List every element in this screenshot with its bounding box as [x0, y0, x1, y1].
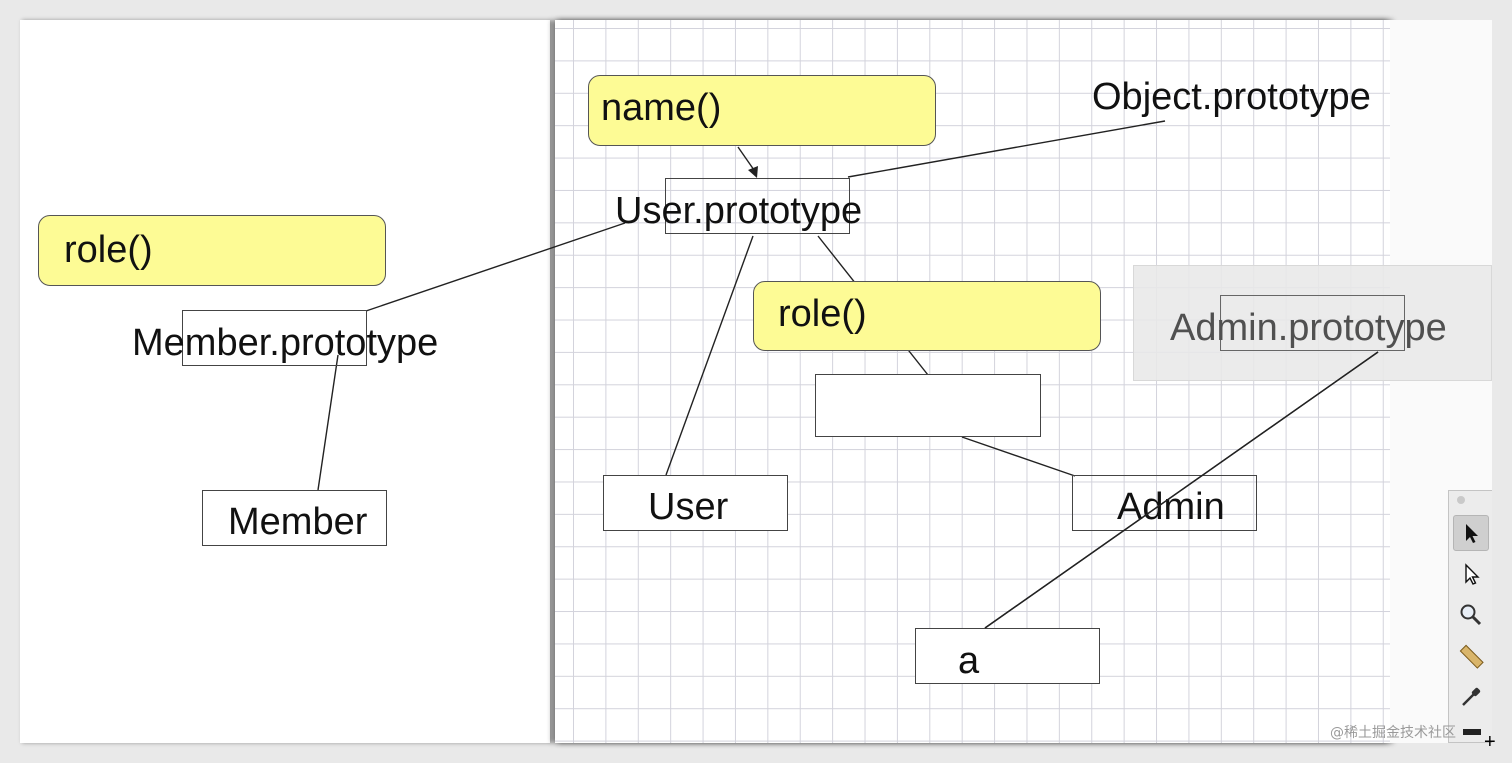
- member-label: Member: [228, 501, 368, 543]
- instance-a-box[interactable]: [915, 628, 1100, 684]
- object-prototype-label[interactable]: Object.prototype: [1092, 76, 1371, 118]
- user-label: User: [648, 486, 729, 528]
- role-method-label-right: role(): [778, 293, 867, 335]
- eyedropper-icon[interactable]: [1453, 679, 1489, 715]
- admin-prototype-overlay-box[interactable]: [1220, 295, 1405, 351]
- direct-select-icon[interactable]: [1453, 556, 1489, 592]
- role-method-box-left[interactable]: [38, 215, 386, 286]
- admin-prototype-label: Admin.prototype: [1170, 307, 1447, 349]
- member-box[interactable]: [202, 490, 387, 546]
- instance-a-label: a: [958, 640, 980, 682]
- member-prototype-label: Member.prototype: [132, 322, 439, 364]
- select-arrow-icon[interactable]: [1453, 515, 1489, 551]
- member-prototype-box[interactable]: [182, 310, 367, 366]
- admin-prototype-box[interactable]: [815, 374, 1041, 437]
- color-swatch[interactable]: [1463, 729, 1481, 735]
- crosshair-cursor-icon: +: [1484, 731, 1496, 753]
- zoom-icon[interactable]: [1453, 597, 1489, 633]
- user-box[interactable]: [603, 475, 788, 531]
- name-method-box[interactable]: [588, 75, 936, 146]
- role-method-label-left: role(): [64, 229, 153, 271]
- ruler-icon[interactable]: [1453, 638, 1489, 674]
- palette-close-icon[interactable]: [1457, 496, 1465, 504]
- watermark: @稀土掘金技术社区: [1330, 725, 1456, 741]
- left-canvas: [20, 20, 550, 743]
- tool-palette: [1448, 490, 1492, 743]
- admin-label: Admin: [1117, 486, 1225, 528]
- name-method-label: name(): [601, 87, 722, 129]
- role-method-box-right[interactable]: [753, 281, 1101, 351]
- user-prototype-label: User.prototype: [615, 190, 863, 232]
- user-prototype-box[interactable]: [665, 178, 850, 234]
